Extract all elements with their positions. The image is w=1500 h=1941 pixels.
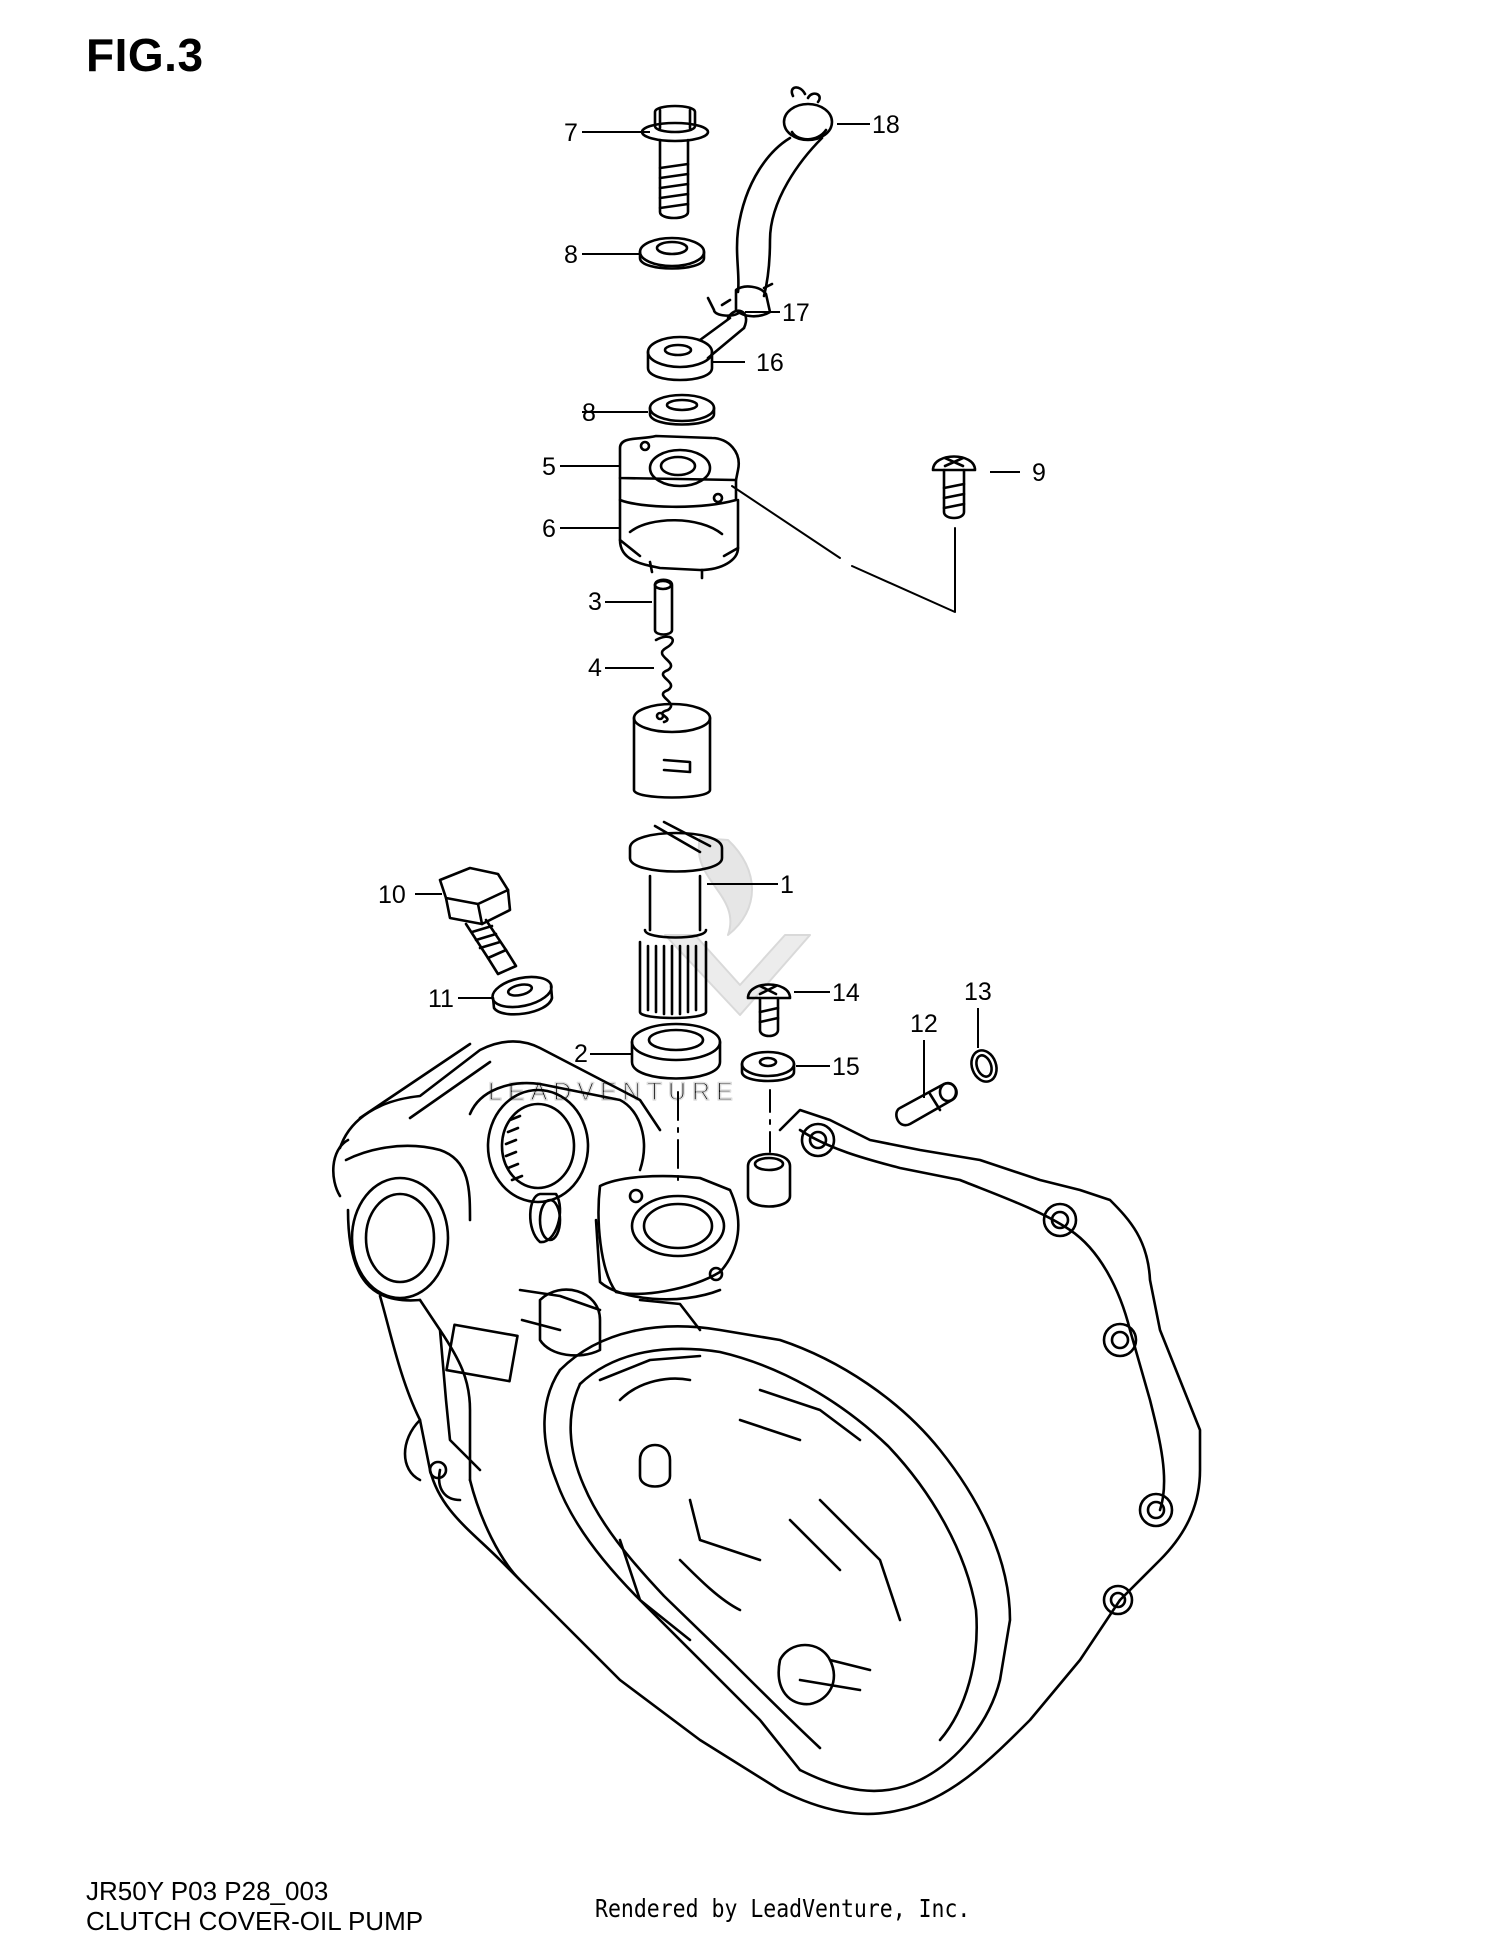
- callout-4[interactable]: 4: [588, 654, 602, 682]
- callout-8-lower[interactable]: 8: [582, 399, 596, 427]
- callout-16[interactable]: 16: [756, 349, 784, 377]
- callout-10[interactable]: 10: [378, 881, 406, 909]
- part-8-washer-upper[interactable]: [638, 236, 706, 270]
- callout-14[interactable]: 14: [832, 979, 860, 1007]
- part-8-washer-lower[interactable]: [648, 393, 716, 426]
- callout-8-upper[interactable]: 8: [564, 241, 578, 269]
- render-credit: Rendered by LeadVenture, Inc.: [595, 1894, 971, 1923]
- part-12-dowel-pin[interactable]: [895, 1081, 958, 1127]
- callout-2[interactable]: 2: [574, 1040, 588, 1068]
- part-3-pin[interactable]: [653, 578, 674, 636]
- part-16-banjo-fitting[interactable]: [646, 309, 748, 382]
- callout-13[interactable]: 13: [964, 978, 992, 1006]
- part-18-clamp[interactable]: [782, 86, 834, 142]
- screw-alignment-line: [731, 485, 956, 613]
- callout-1[interactable]: 1: [780, 871, 794, 899]
- callout-9[interactable]: 9: [1032, 459, 1046, 487]
- part-4-spring[interactable]: [654, 635, 674, 724]
- callout-12[interactable]: 12: [910, 1010, 938, 1038]
- part-7-bolt[interactable]: [640, 104, 710, 220]
- part-5-pump-cover[interactable]: [618, 434, 740, 509]
- callout-3[interactable]: 3: [588, 588, 602, 616]
- callout-7[interactable]: 7: [564, 119, 578, 147]
- part-6-pump-body[interactable]: [618, 498, 740, 580]
- callout-11[interactable]: 11: [428, 985, 454, 1013]
- callout-15[interactable]: 15: [832, 1053, 860, 1081]
- diagram-caption: CLUTCH COVER-OIL PUMP: [86, 1906, 424, 1936]
- callout-18[interactable]: 18: [872, 111, 900, 139]
- figure-title: FIG.3: [86, 29, 204, 81]
- part-17-oil-hose[interactable]: [706, 136, 824, 318]
- part-15-washer[interactable]: [740, 1050, 796, 1083]
- pump-plunger[interactable]: [632, 702, 712, 799]
- part-1-pump-shaft[interactable]: [628, 820, 724, 1020]
- part-14-screw[interactable]: [746, 983, 792, 1038]
- callout-5[interactable]: 5: [542, 453, 556, 481]
- part-13-o-ring[interactable]: [967, 1047, 1000, 1085]
- part-2-oil-seal[interactable]: [630, 1022, 722, 1080]
- callout-17[interactable]: 17: [782, 299, 810, 327]
- callout-leaders: [415, 123, 1020, 1098]
- model-code: JR50Y P03 P28_003: [86, 1876, 329, 1906]
- part-9-screw[interactable]: [931, 455, 977, 520]
- part-10-plug-bolt[interactable]: [438, 866, 518, 976]
- part-11-washer[interactable]: [490, 972, 555, 1016]
- callout-6[interactable]: 6: [542, 515, 556, 543]
- clutch-cover-housing[interactable]: [331, 1040, 1202, 1816]
